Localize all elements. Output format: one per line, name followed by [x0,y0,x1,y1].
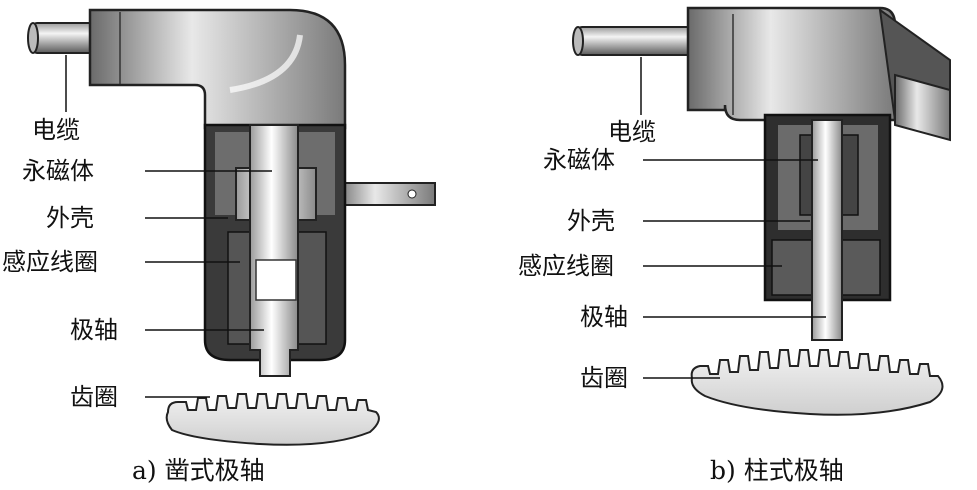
right-coil-left [771,239,813,296]
left-elbow-housing [88,8,347,130]
right-label-magnet: 永磁体 [543,146,615,174]
left-label-pole-shaft: 极轴 [70,316,118,344]
right-label-gear-ring: 齿圈 [580,364,628,392]
left-label-magnet: 永磁体 [22,157,94,185]
right-label-coil: 感应线圈 [518,252,614,280]
left-label-gear-ring: 齿圈 [70,383,118,411]
right-head-housing [686,6,951,142]
right-cable [572,26,701,56]
left-gear-ring [165,393,380,446]
left-mounting-flange [334,182,436,206]
right-caption: b) 柱式极轴 [710,456,844,485]
right-coil-right [839,239,881,296]
right-gear-ring [690,349,944,416]
left-coil-right [297,231,327,345]
left-caption: a) 凿式极轴 [132,456,265,485]
left-label-housing: 外壳 [46,204,94,232]
left-label-coil: 感应线圈 [2,248,98,276]
left-label-cable: 电缆 [32,116,80,144]
right-label-pole-shaft: 极轴 [580,303,628,331]
right-sensor-drawing [572,6,951,416]
right-label-cable: 电缆 [608,118,656,146]
left-cable [27,22,94,54]
right-label-housing: 外壳 [567,207,615,235]
left-sensor-drawing [27,8,436,446]
left-pole-shaft [249,124,299,377]
right-pole-shaft [811,119,843,341]
